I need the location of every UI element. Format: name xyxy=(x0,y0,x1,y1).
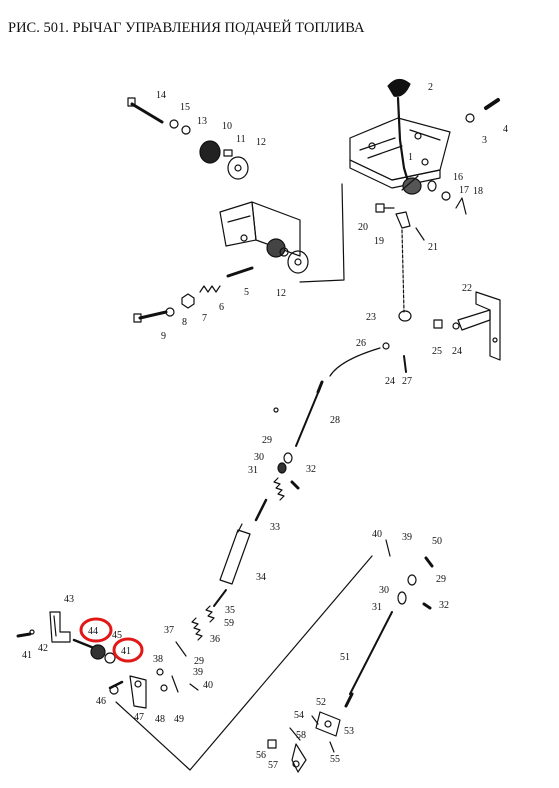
part-label-17: 17 xyxy=(459,185,469,196)
part-label-38: 38 xyxy=(153,654,163,665)
lower-clevis-assembly xyxy=(267,711,341,773)
part-label-2: 2 xyxy=(428,82,433,93)
part-label-53: 53 xyxy=(344,726,354,737)
figure-title: РИС. 501. РЫЧАГ УПРАВЛЕНИЯ ПОДАЧЕЙ ТОПЛИ… xyxy=(8,20,365,36)
part-label-29-lower: 29 xyxy=(194,656,204,667)
part-label-20: 20 xyxy=(358,222,368,233)
part-label-32-top: 32 xyxy=(306,464,316,475)
highlight-circle-41 xyxy=(112,637,144,663)
leader-line-12 xyxy=(299,183,345,283)
part-label-3: 3 xyxy=(482,135,487,146)
part-label-58: 58 xyxy=(296,730,306,741)
part-label-40-lower: 40 xyxy=(203,680,213,691)
part-label-57: 57 xyxy=(268,760,278,771)
part-label-31-left: 31 xyxy=(248,465,258,476)
part-label-51: 51 xyxy=(340,652,350,663)
part-label-12-bottom: 12 xyxy=(276,288,286,299)
part-label-28: 28 xyxy=(330,415,340,426)
part-label-41-left: 41 xyxy=(22,650,32,661)
part-label-32-right: 32 xyxy=(439,600,449,611)
part-label-44-circled: 44 xyxy=(88,626,98,637)
part-label-23: 23 xyxy=(366,312,376,323)
part-label-34: 34 xyxy=(256,572,266,583)
pedal-pivot-assembly xyxy=(16,611,203,709)
part-label-42: 42 xyxy=(38,643,48,654)
part-label-14: 14 xyxy=(156,90,166,101)
part-label-13: 13 xyxy=(197,116,207,127)
part-label-19: 19 xyxy=(374,236,384,247)
part-label-39-top: 39 xyxy=(402,532,412,543)
part-label-36: 36 xyxy=(210,634,220,645)
part-label-41-circled: 41 xyxy=(121,646,131,657)
part-labels: 1 2 3 4 5 6 7 8 9 10 11 12 12 13 14 15 1… xyxy=(22,82,508,771)
part-label-45: 45 xyxy=(112,630,122,641)
part-label-39-lower: 39 xyxy=(193,667,203,678)
part-label-50: 50 xyxy=(432,536,442,547)
part-label-22: 22 xyxy=(462,283,472,294)
part-label-54: 54 xyxy=(294,710,304,721)
part-label-33: 33 xyxy=(270,522,280,533)
part-label-11: 11 xyxy=(236,134,246,145)
part-label-16: 16 xyxy=(453,172,463,183)
part-label-24-right: 24 xyxy=(452,346,462,357)
part-label-59: 59 xyxy=(224,618,234,629)
part-label-35: 35 xyxy=(225,605,235,616)
part-label-29-right: 29 xyxy=(436,574,446,585)
shaft-bracket-assembly xyxy=(127,97,309,323)
part-label-49: 49 xyxy=(174,714,184,725)
part-label-15: 15 xyxy=(180,102,190,113)
part-label-30-right: 30 xyxy=(379,585,389,596)
highlight-circle-44 xyxy=(79,617,113,643)
part-label-25: 25 xyxy=(432,346,442,357)
part-label-21: 21 xyxy=(428,242,438,253)
part-label-6: 6 xyxy=(219,302,224,313)
part-label-56: 56 xyxy=(256,750,266,761)
part-label-31-right: 31 xyxy=(372,602,382,613)
part-label-1: 1 xyxy=(408,152,413,163)
mounting-bracket-22 xyxy=(433,291,501,361)
part-label-37: 37 xyxy=(164,625,174,636)
part-label-12-top: 12 xyxy=(256,137,266,148)
part-label-27: 27 xyxy=(402,376,412,387)
part-label-52: 52 xyxy=(316,697,326,708)
part-label-30-left: 30 xyxy=(254,452,264,463)
part-label-48: 48 xyxy=(155,714,165,725)
part-label-24-left: 24 xyxy=(385,376,395,387)
part-label-40-top: 40 xyxy=(372,529,382,540)
part-label-8: 8 xyxy=(182,317,187,328)
rod-51 xyxy=(349,611,393,695)
part-label-55: 55 xyxy=(330,754,340,765)
part-label-47: 47 xyxy=(134,712,144,723)
part-label-26: 26 xyxy=(356,338,366,349)
part-label-29-top: 29 xyxy=(262,435,272,446)
part-label-4: 4 xyxy=(503,124,508,135)
linkage-rod-assembly xyxy=(205,452,300,623)
part-label-46: 46 xyxy=(96,696,106,707)
part-label-9: 9 xyxy=(161,331,166,342)
part-label-10: 10 xyxy=(222,121,232,132)
leader-line-40 xyxy=(115,555,373,771)
part-label-5: 5 xyxy=(244,287,249,298)
part-label-7: 7 xyxy=(202,313,207,324)
part-label-18: 18 xyxy=(473,186,483,197)
control-lever-bracket xyxy=(349,78,500,322)
part-label-43: 43 xyxy=(64,594,74,605)
